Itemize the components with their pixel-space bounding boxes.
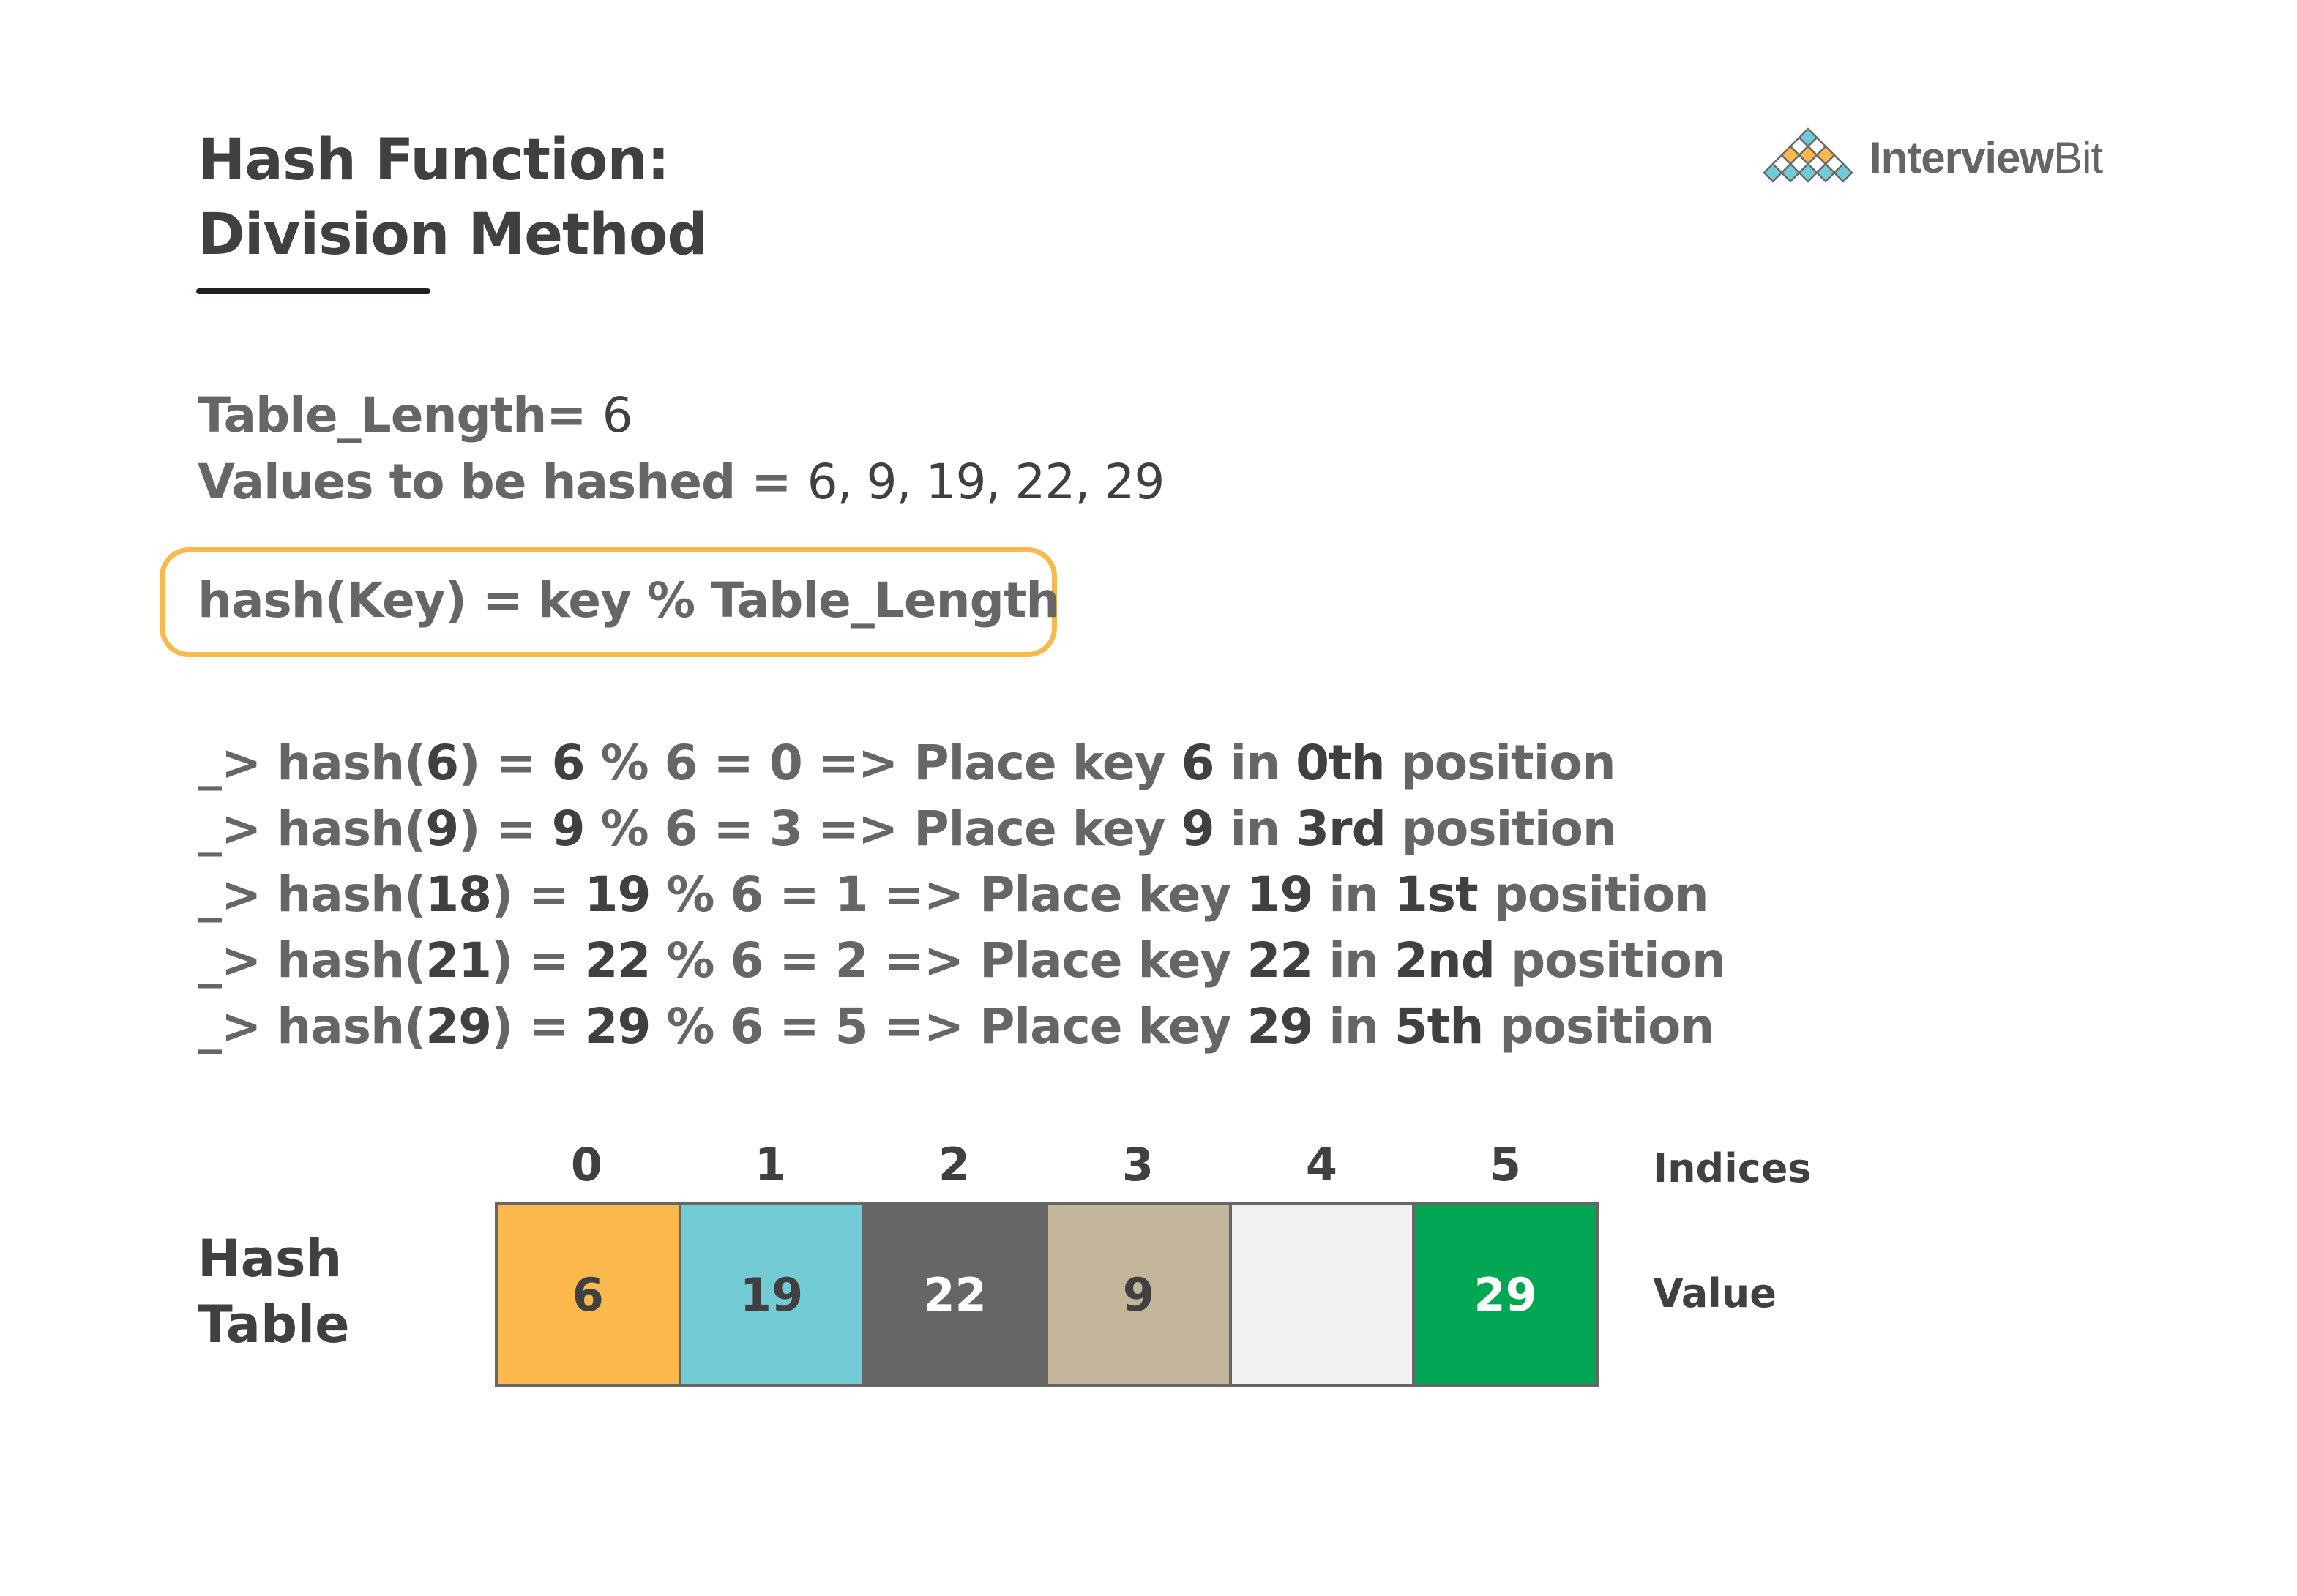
values-line: Values to be hashed = 6, 9, 19, 22, 29 — [198, 454, 1165, 510]
hash-table-cell: 29 — [1415, 1205, 1596, 1384]
index-label: 5 — [1489, 1138, 1522, 1191]
title-line-1: Hash Function: — [198, 127, 670, 193]
logo-text: InterviewBit — [1870, 132, 2103, 182]
table-length-line: Table_Length= 6 — [198, 387, 633, 443]
index-label: 4 — [1305, 1138, 1338, 1191]
hash-formula: hash(Key) = key % Table_Length — [198, 572, 1060, 629]
value-row-label: Value — [1653, 1270, 1777, 1316]
index-label: 3 — [1121, 1138, 1154, 1191]
hash-table-cell: 19 — [681, 1205, 865, 1384]
hash-table-label: Hash Table — [198, 1229, 350, 1355]
hash-table-indices: 0 1 2 3 4 5 — [495, 1138, 1597, 1191]
hash-table-cell: 22 — [864, 1205, 1049, 1384]
indices-row-label: Indices — [1653, 1145, 1812, 1191]
hash-step: _> hash(6) = 6 % 6 = 0 => Place key 6 in… — [198, 735, 1616, 791]
interviewbit-logo: InterviewBit — [1757, 126, 2103, 189]
title-underline-divider — [196, 288, 430, 294]
formula-highlight-box — [160, 547, 1057, 657]
hash-table: 6 19 22 9 29 — [495, 1202, 1599, 1387]
hash-step: _> hash(29) = 29 % 6 = 5 => Place key 29… — [198, 998, 1714, 1054]
table-length-value: 6 — [602, 387, 633, 443]
hash-steps-list: _> hash(6) = 6 % 6 = 0 => Place key 6 in… — [198, 730, 1726, 1060]
parameters: Table_Length= 6 Values to be hashed = 6,… — [198, 382, 1165, 515]
hash-step: _> hash(21) = 22 % 6 = 2 => Place key 22… — [198, 932, 1726, 989]
index-label: 2 — [938, 1138, 971, 1191]
interviewbit-pyramid-icon — [1763, 127, 1853, 183]
values-list: 6, 9, 19, 22, 29 — [807, 454, 1165, 510]
title-line-2: Division Method — [198, 202, 708, 268]
hash-table-cell-empty — [1231, 1205, 1416, 1384]
hash-step: _> hash(18) = 19 % 6 = 1 => Place key 19… — [198, 866, 1709, 923]
hash-step: _> hash(9) = 9 % 6 = 3 => Place key 9 in… — [198, 801, 1617, 857]
index-label: 0 — [570, 1138, 603, 1191]
index-label: 1 — [754, 1138, 787, 1191]
hash-table-cell: 9 — [1048, 1205, 1232, 1384]
page-title: Hash Function: Division Method — [198, 123, 708, 272]
hash-table-cell: 6 — [498, 1205, 681, 1384]
